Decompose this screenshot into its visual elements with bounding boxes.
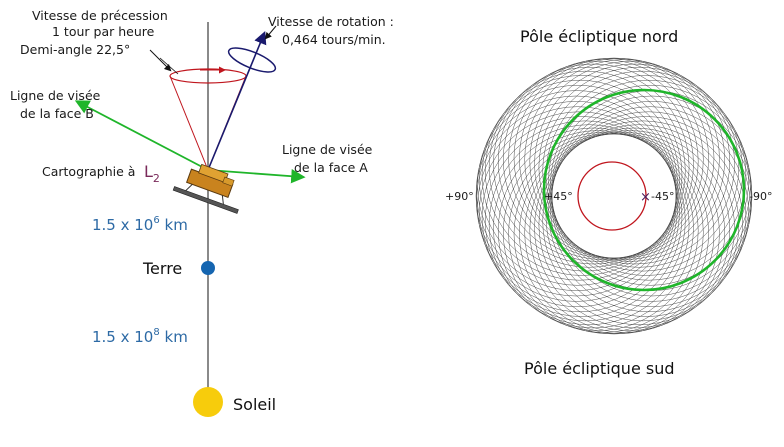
scan-circle: [477, 106, 678, 307]
scan-circle: [488, 124, 690, 325]
scan-circle: [493, 127, 694, 329]
mapping-label: Cartographie à: [42, 164, 135, 179]
label-minus45: -45°: [651, 190, 674, 203]
rotation-label-2: 0,464 tours/min.: [282, 32, 386, 47]
earth-label: Terre: [142, 259, 182, 278]
scan-circle: [488, 67, 690, 268]
scan-circle: [538, 67, 740, 268]
sightline-a-arrow: [207, 169, 306, 184]
label-minus90: -90°: [749, 190, 772, 203]
label-plus90: +90°: [445, 190, 474, 203]
rotation-ellipse: [227, 47, 277, 73]
scan-circle: [497, 61, 699, 262]
scan-circle: [529, 61, 731, 262]
scan-circle: [513, 133, 715, 335]
scan-circle: [513, 57, 715, 259]
scan-circle: [524, 59, 725, 260]
rotation-axis-arrow: [207, 31, 267, 171]
scan-circle: [542, 120, 743, 322]
scan-circle: [485, 120, 686, 322]
distance-sun-label: 1.5 x 108 km: [92, 327, 188, 346]
l2-label: L2: [144, 162, 160, 185]
scan-circle: [481, 116, 683, 317]
spacecraft-icon: [172, 163, 239, 214]
sun-label: Soleil: [233, 395, 276, 414]
scan-circle: [493, 63, 694, 265]
sightline-b-label-1: Ligne de visée: [10, 88, 101, 103]
center-cross-marker: ×: [640, 190, 651, 205]
scan-circle: [479, 111, 680, 313]
label-plus45: +45°: [544, 190, 573, 203]
scan-circle: [534, 63, 735, 265]
sightline-b-label-2: de la face B: [20, 106, 94, 121]
scan-circles-pattern: [475, 57, 753, 335]
distance-l2-label: 1.5 x 106 km: [92, 215, 188, 234]
sightline-a-label-1: Ligne de visée: [282, 142, 373, 157]
earth-marker: [201, 261, 215, 275]
scan-circle: [548, 111, 749, 313]
sightline-b-arrow: [74, 100, 209, 171]
scan-circle: [534, 127, 735, 329]
half-angle-label: Demi-angle 22,5°: [20, 42, 130, 57]
scan-circle: [503, 59, 704, 260]
precession-label-2: 1 tour par heure: [52, 24, 155, 39]
scan-circle: [497, 130, 699, 331]
sightline-a-label-2: de la face A: [294, 160, 368, 175]
scan-circle: [551, 95, 753, 297]
scan-circle: [548, 79, 749, 281]
cone-left-edge: [169, 75, 209, 171]
scan-circle: [550, 85, 751, 286]
scan-circle: [479, 79, 680, 281]
north-pole-title: Pôle écliptique nord: [520, 27, 678, 46]
precession-pointer: [149, 49, 172, 72]
half-angle-pointer: [159, 57, 179, 75]
scan-circle: [545, 116, 747, 317]
precession-label-1: Vitesse de précession: [32, 8, 168, 23]
right-panel: Pôle écliptique nord Pôle écliptique sud…: [445, 27, 772, 378]
scan-circle: [503, 132, 704, 333]
left-panel: Vitesse de précession 1 tour par heure D…: [10, 8, 394, 417]
scan-circle: [529, 130, 731, 331]
scan-circle: [508, 133, 709, 334]
south-pole-title: Pôle écliptique sud: [524, 359, 675, 378]
scan-circle: [475, 95, 677, 297]
scan-circle: [476, 90, 677, 291]
green-scan-circle: [542, 88, 746, 292]
rotation-pointer: [264, 25, 277, 40]
scan-circle: [550, 106, 751, 307]
sun-marker: [193, 387, 223, 417]
scan-circle: [519, 58, 720, 259]
red-precession-circle: [577, 161, 647, 231]
scan-circle: [477, 85, 678, 286]
rotation-label-1: Vitesse de rotation :: [268, 14, 394, 29]
scan-circle: [481, 75, 683, 276]
